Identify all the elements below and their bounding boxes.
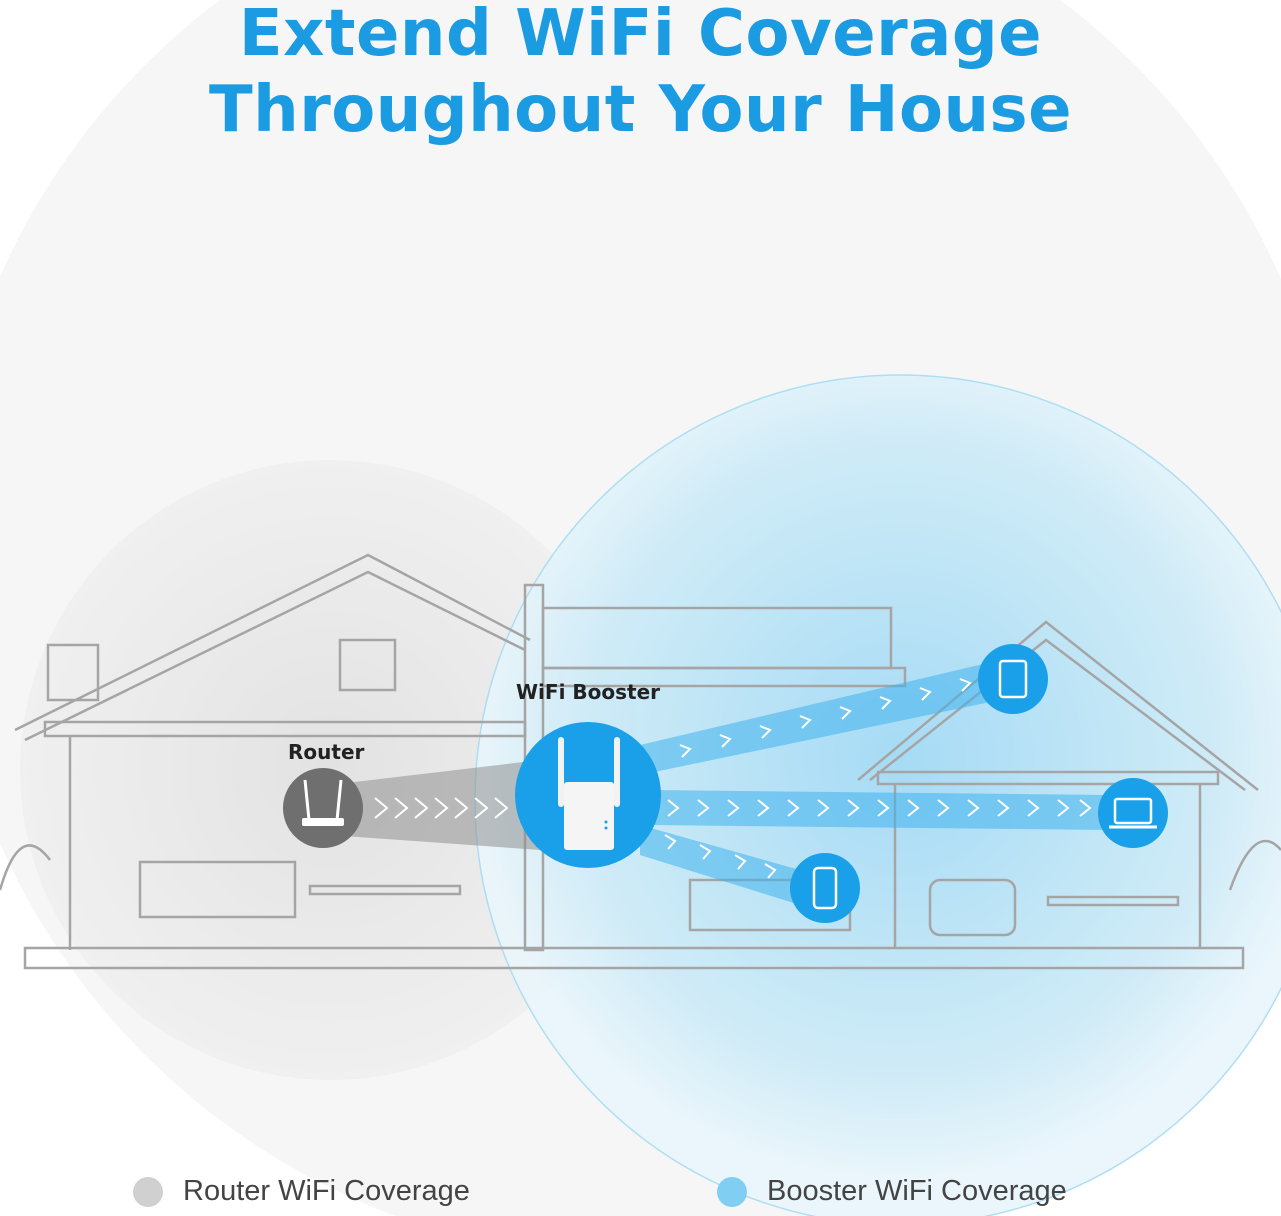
signal-chevrons <box>374 678 1092 879</box>
beam-to-tablet <box>640 660 1000 775</box>
booster-label: WiFi Booster <box>516 680 661 704</box>
router-legend-dot <box>133 1176 163 1207</box>
headline-line-1: Extend WiFi Coverage <box>238 0 1043 71</box>
booster-legend-dot <box>717 1176 747 1207</box>
house-outline <box>0 553 1281 970</box>
legend-router: Router WiFi Coverage <box>133 1175 470 1208</box>
wifi-booster-device <box>515 722 661 868</box>
beam-to-phone <box>640 825 800 905</box>
headline-line-2: Throughout Your House <box>208 73 1073 147</box>
phone-icon <box>790 853 860 923</box>
tablet-icon <box>978 644 1048 714</box>
beam-to-laptop <box>650 790 1110 830</box>
router-legend-label: Router WiFi Coverage <box>183 1175 470 1207</box>
booster-legend-label: Booster WiFi Coverage <box>767 1175 1067 1207</box>
laptop-icon <box>1098 778 1168 848</box>
router-signal-beam <box>330 760 540 850</box>
router-label: Router <box>288 740 365 764</box>
legend-booster: Booster WiFi Coverage <box>717 1175 1067 1208</box>
router-icon <box>283 768 363 848</box>
